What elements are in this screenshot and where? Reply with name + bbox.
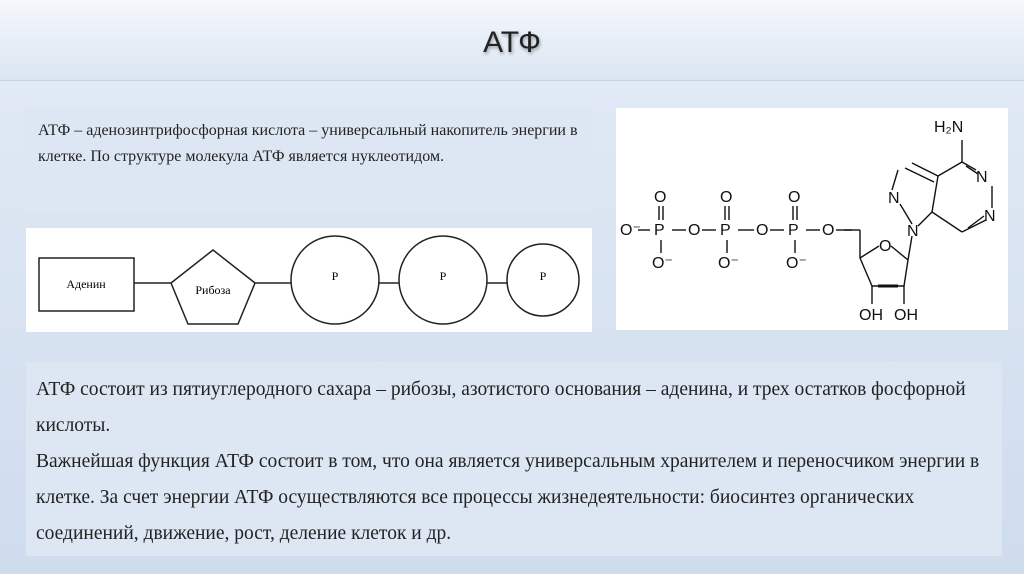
phosphate-circle-2	[398, 235, 488, 325]
block-diagram-svg: Аденин Рибоза P P P	[38, 235, 580, 325]
ribose-label: Рибоза	[195, 283, 231, 297]
molecule-svg: O⁻ P O O⁻ O P O O⁻ O P O O⁻ O O N N N N …	[620, 119, 996, 324]
svg-text:N: N	[888, 190, 900, 207]
description-paragraph-2: Важнейшая функция АТФ состоит в том, что…	[36, 451, 980, 544]
svg-text:O: O	[720, 189, 732, 206]
svg-text:N: N	[984, 208, 996, 225]
description-paragraph-1: АТФ состоит из пятиуглеродного сахара – …	[36, 379, 966, 436]
svg-text:O: O	[788, 189, 800, 206]
svg-text:O⁻: O⁻	[786, 255, 807, 272]
description-text-box: АТФ состоит из пятиуглеродного сахара – …	[26, 362, 1002, 556]
molecule-atoms: O⁻ P O O⁻ O P O O⁻ O P O O⁻ O O N N N N	[620, 169, 996, 272]
ribose-pentagon	[170, 249, 256, 325]
svg-text:O: O	[756, 222, 768, 239]
hydroxyl-left-label: OH	[859, 307, 883, 324]
svg-text:O: O	[879, 238, 891, 255]
svg-text:P: P	[720, 222, 731, 239]
amino-group-label: H₂N	[934, 119, 963, 136]
atp-block-diagram: Аденин Рибоза P P P	[26, 228, 592, 332]
slide-title: АТФ	[483, 26, 541, 59]
phosphate-label-2: P	[440, 269, 447, 283]
svg-text:N: N	[976, 169, 988, 186]
svg-text:O⁻: O⁻	[620, 222, 641, 239]
hydroxyl-right-label: OH	[894, 307, 918, 324]
svg-text:N: N	[907, 223, 919, 240]
intro-text: АТФ – аденозинтрифосфорная кислота – уни…	[38, 122, 578, 165]
svg-text:O⁻: O⁻	[652, 255, 673, 272]
title-band	[0, 0, 1024, 81]
adenine-label: Аденин	[66, 277, 106, 291]
phosphate-label-1: P	[332, 269, 339, 283]
phosphate-circle-1	[290, 235, 380, 325]
phosphate-circle-3	[506, 243, 580, 317]
adenine-block	[38, 257, 135, 312]
svg-text:O: O	[688, 222, 700, 239]
svg-text:P: P	[788, 222, 799, 239]
svg-text:O⁻: O⁻	[718, 255, 739, 272]
atp-structural-formula: O⁻ P O O⁻ O P O O⁻ O P O O⁻ O O N N N N …	[616, 108, 1008, 330]
phosphate-label-3: P	[540, 269, 547, 283]
intro-text-box: АТФ – аденозинтрифосфорная кислота – уни…	[26, 108, 592, 212]
svg-text:P: P	[654, 222, 665, 239]
svg-text:O: O	[654, 189, 666, 206]
svg-text:O: O	[822, 222, 834, 239]
